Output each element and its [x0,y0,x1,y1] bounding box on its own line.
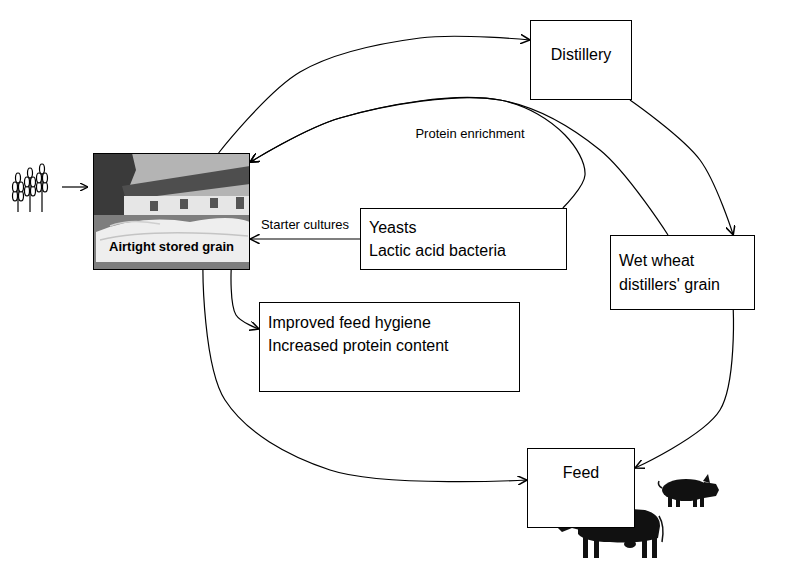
benefit-box: Improved feed hygieneIncreased protein c… [259,302,520,392]
photo-box: Airtight stored grain [93,153,250,270]
node-text: Distillery [537,43,625,66]
connector [630,100,733,235]
node-text: Increased protein content [268,334,511,357]
grain-photo [93,153,250,270]
pig-icon [658,474,719,507]
node-text: Feed [534,461,628,484]
wheat-icon [13,164,48,212]
node-text: Wet wheat distillers' grain [619,249,746,295]
node-text: Yeasts [369,216,558,239]
connector [250,238,360,239]
connector [635,310,733,468]
node-text: Lactic acid bacteria [369,239,558,262]
product-box: Wet wheat distillers' grain [610,235,755,310]
connector [203,270,527,482]
process-box: Distillery [530,20,632,100]
culture-box: YeastsLactic acid bacteria [360,208,567,270]
connector [250,98,585,208]
edge-label: Protein enrichment [412,126,527,141]
feed-box: Feed [527,448,635,528]
connector [231,270,259,329]
input-arrow [62,186,88,187]
node-text: Improved feed hygiene [268,311,511,334]
edge-label: Starter cultures [258,217,352,232]
connector [219,36,530,153]
node-text: Airtight stored grain [98,238,245,257]
